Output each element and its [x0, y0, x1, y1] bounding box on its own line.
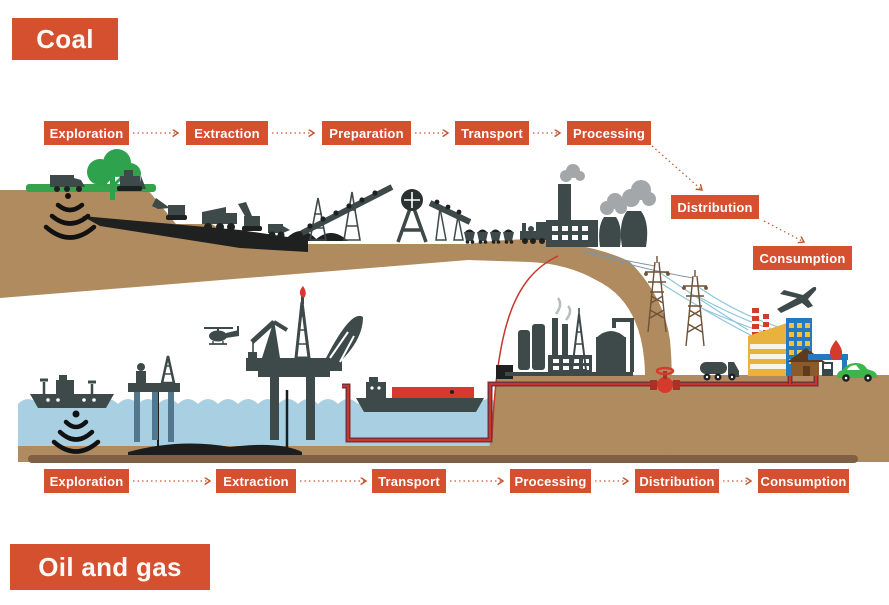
refinery-icon — [505, 297, 634, 376]
mining-shovel-icon — [238, 202, 262, 231]
headframe-icon — [396, 189, 428, 243]
haul-truck-icon — [202, 207, 237, 231]
coal-stage-arrows — [133, 133, 804, 242]
lower-ground — [488, 375, 889, 462]
oil-stage-consumption: Consumption — [758, 469, 849, 493]
oil-stage-transport: Transport — [372, 469, 446, 493]
transmission-tower-icon — [682, 270, 708, 347]
bulldozer-icon — [117, 170, 146, 191]
tanker-truck-icon — [700, 362, 739, 381]
oil-gas-title-banner: Oil and gas — [10, 544, 210, 590]
cooling-tower — [599, 217, 621, 247]
oil-stage-extraction: Extraction — [216, 469, 296, 493]
coal-stage-processing: Processing — [567, 121, 651, 145]
survey-ship-icon — [30, 375, 114, 408]
coal-train-icon — [464, 222, 546, 244]
upper-landmass — [0, 190, 672, 462]
power-plant-icon — [546, 164, 656, 247]
jack-up-rig-icon — [128, 355, 180, 442]
cooling-tower — [620, 211, 648, 247]
coal-stage-distribution: Distribution — [671, 195, 759, 219]
factory-icon — [748, 308, 790, 376]
oil-platform-icon — [246, 286, 363, 440]
helicopter-icon — [204, 326, 239, 345]
oil-stage-distribution: Distribution — [635, 469, 719, 493]
conveyor-icon — [300, 184, 394, 241]
airplane-icon — [777, 286, 817, 313]
downhill-conveyor-icon — [428, 199, 472, 241]
wheel-loader-icon — [268, 224, 290, 239]
coal-stage-transport: Transport — [455, 121, 529, 145]
oil-tanker-icon — [356, 377, 484, 412]
excavator-icon — [152, 198, 187, 220]
pipeline-valve-icon — [650, 366, 680, 393]
coal-stage-exploration: Exploration — [44, 121, 129, 145]
coal-stage-preparation: Preparation — [322, 121, 411, 145]
coal-title-banner: Coal — [12, 18, 118, 60]
coal-seam — [82, 216, 308, 252]
smoke — [560, 164, 656, 215]
coal-stage-consumption: Consumption — [753, 246, 852, 270]
fuel-flame-icon — [829, 340, 843, 360]
coal-stage-extraction: Extraction — [186, 121, 268, 145]
oil-stage-processing: Processing — [510, 469, 591, 493]
transmission-tower-icon — [644, 256, 670, 333]
seismic-truck-icon — [50, 175, 85, 192]
oil-to-plant-line — [491, 255, 559, 439]
oil-stage-exploration: Exploration — [44, 469, 129, 493]
gas-flare-icon — [299, 286, 306, 298]
ground-bottom-edge — [28, 455, 858, 463]
sonar-waves-land-icon — [43, 193, 97, 240]
car-icon — [837, 363, 877, 382]
sonar-waves-sea-icon — [51, 410, 101, 454]
